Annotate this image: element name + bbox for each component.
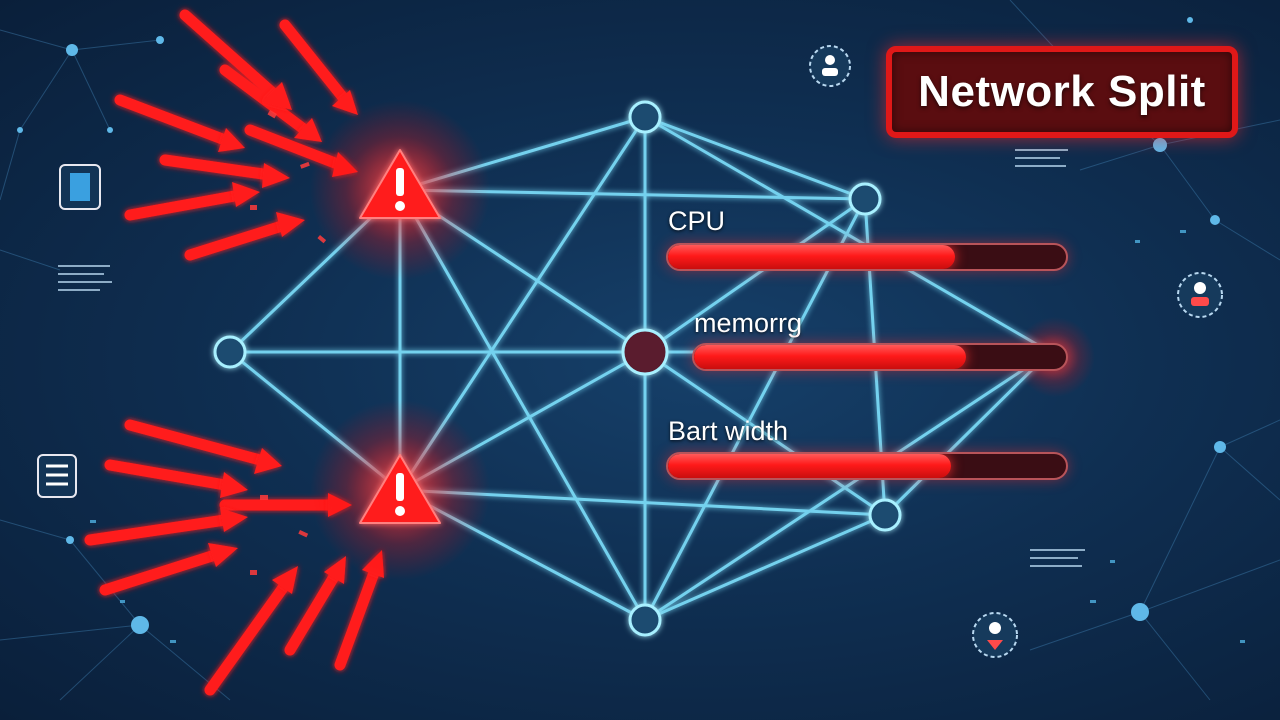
cpu-usage-bar (666, 243, 1068, 271)
bandwidth-usage-fill (668, 454, 951, 478)
alert-triangle-icon (359, 454, 441, 524)
network-node (213, 335, 247, 369)
alert-triangle-icon (359, 149, 441, 219)
user-icon (972, 612, 1018, 658)
cpu-usage-fill (668, 245, 955, 269)
network-node (868, 498, 902, 532)
memory-usage-bar (692, 343, 1068, 371)
network-nodes (213, 100, 902, 637)
memory-usage-fill (694, 345, 966, 369)
server-icon (59, 164, 101, 210)
metric-label-cpu: CPU (668, 206, 726, 236)
bandwidth-usage-bar (666, 452, 1068, 480)
network-node (628, 100, 662, 134)
background-network (0, 0, 1280, 701)
metric-label-bandwidth: Bart width (668, 416, 789, 446)
document-icon (58, 149, 1085, 567)
page-title: Network Split (918, 67, 1206, 116)
user-icon (1177, 272, 1223, 318)
network-node (628, 603, 662, 637)
title-badge: Network Split (886, 46, 1238, 138)
network-node (848, 182, 882, 216)
metric-label-memory: memorrg (694, 308, 803, 338)
attack-arrows-lower (84, 419, 381, 696)
network-node-central (621, 328, 669, 376)
blue-debris (90, 230, 1245, 643)
debris-fragments (250, 110, 327, 575)
server-icon (37, 454, 77, 498)
user-icon (809, 45, 851, 87)
